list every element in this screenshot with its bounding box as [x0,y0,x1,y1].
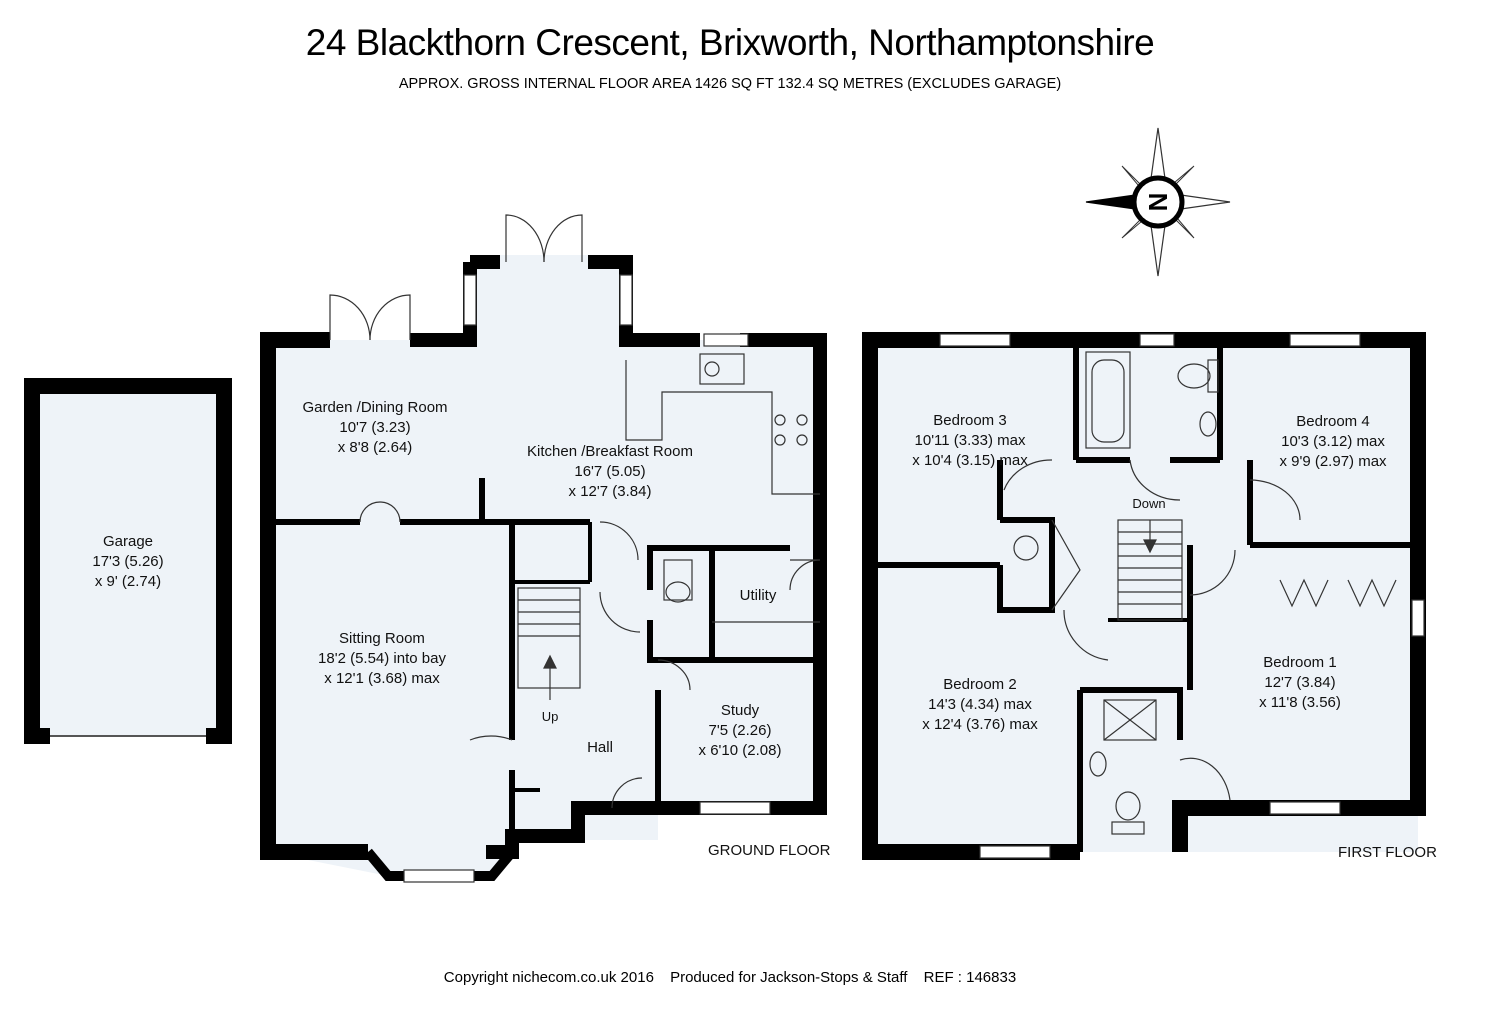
footer-copyright: Copyright nichecom.co.uk 2016 [443,969,654,986]
footer-ref: REF : 146833 [923,969,1017,986]
room-name: Sitting Room [339,630,425,647]
footer-produced: Produced for Jackson-Stops & Staff [670,969,908,986]
room-dim: x 8'8 (2.64) [337,439,413,456]
room-dim: x 12'4 (3.76) max [922,716,1038,733]
ground-windows [403,274,771,883]
ground-stairs [517,587,581,700]
room-name: Study [720,702,760,719]
ground-floor-label: GROUND FLOOR [708,842,831,859]
room-dim: x 10'4 (3.15) max [912,452,1028,469]
first-wall-ensuite [1080,687,1183,740]
room-name: Bedroom 2 [943,676,1017,693]
compass-north-icon: N [1085,127,1231,277]
first-windows [939,333,1425,859]
room-dim: x 12'1 (3.68) max [324,670,440,687]
room-name: Garage [102,533,154,550]
room-label-garage: Garage 17'3 (5.26) x 9' (2.74) [92,532,163,592]
room-dim: x 9'9 (2.97) max [1279,453,1387,470]
study-floor [658,658,820,808]
first-fittings [1003,351,1397,835]
footer: Copyright nichecom.co.uk 2016 Produced f… [0,969,1460,986]
compass-letter: N [1143,193,1173,212]
room-name: Bedroom 3 [933,412,1007,429]
room-name: Utility [739,587,777,604]
room-dim: x 9' (2.74) [94,573,162,590]
room-dim: 12'7 (3.84) [1264,674,1336,691]
room-name: Bedroom 1 [1263,654,1337,671]
room-name: Bedroom 4 [1296,413,1370,430]
room-label-bedroom-3: Bedroom 3 10'11 (3.33) max x 10'4 (3.15)… [912,411,1027,471]
room-dim: 18'2 (5.54) into bay [318,650,446,667]
room-dim: x 6'10 (2.08) [698,742,782,759]
room-label-garden-dining: Garden /Dining Room 10'7 (3.23) x 8'8 (2… [302,398,447,458]
room-dim: 17'3 (5.26) [92,553,164,570]
sitting-room-floor [268,522,512,852]
room-name: Kitchen /Breakfast Room [527,443,693,460]
ground-outer-wall-west [260,332,368,860]
room-label-kitchen: Kitchen /Breakfast Room 16'7 (5.05) x 12… [527,442,693,502]
room-dim: 10'3 (3.12) max [1281,433,1385,450]
room-dim: x 11'8 (3.56) [1259,694,1341,711]
ground-outer-wall-north-left [410,262,477,347]
room-name: Hall [587,739,613,756]
hall-floor [512,522,658,840]
kitchen-fittings [625,353,820,623]
room-label-utility: Utility [740,586,777,606]
first-floor-area [870,340,1418,852]
room-dim: 16'7 (5.05) [574,463,646,480]
page-title: 24 Blackthorn Crescent, Brixworth, North… [305,22,1155,63]
room-label-sitting-room: Sitting Room 18'2 (5.54) into bay x 12'1… [318,629,446,689]
stairs-up-label: Up [541,709,559,724]
room-label-hall: Hall [587,738,613,758]
french-doors [329,214,821,809]
garden-dining-floor [268,340,482,522]
stairs-down-label: Down [1132,496,1166,511]
room-label-study: Study 7'5 (2.26) x 6'10 (2.08) [699,701,782,761]
room-dim: 10'7 (3.23) [339,419,411,436]
room-dim: 7'5 (2.26) [708,722,772,739]
garage-floor [32,386,224,736]
first-stairs [1117,519,1183,621]
wall-wc [647,545,715,663]
room-label-bedroom-2: Bedroom 2 14'3 (4.34) max x 12'4 (3.76) … [922,675,1037,735]
room-label-bedroom-1: Bedroom 1 12'7 (3.84) x 11'8 (3.56) [1259,653,1341,713]
room-dim: x 12'7 (3.84) [568,483,652,500]
room-label-bedroom-4: Bedroom 4 10'3 (3.12) max x 9'9 (2.97) m… [1279,412,1386,472]
first-outer-wall [862,332,1426,860]
first-floor-label: FIRST FLOOR [1338,844,1437,861]
garage-walls [24,378,232,744]
room-name: Garden /Dining Room [302,399,448,416]
floor-area-subtitle: APPROX. GROSS INTERNAL FLOOR AREA 1426 S… [398,76,1062,92]
rear-extension-floor [470,255,626,355]
room-dim: 14'3 (4.34) max [928,696,1032,713]
room-dim: 10'11 (3.33) max [914,432,1026,449]
